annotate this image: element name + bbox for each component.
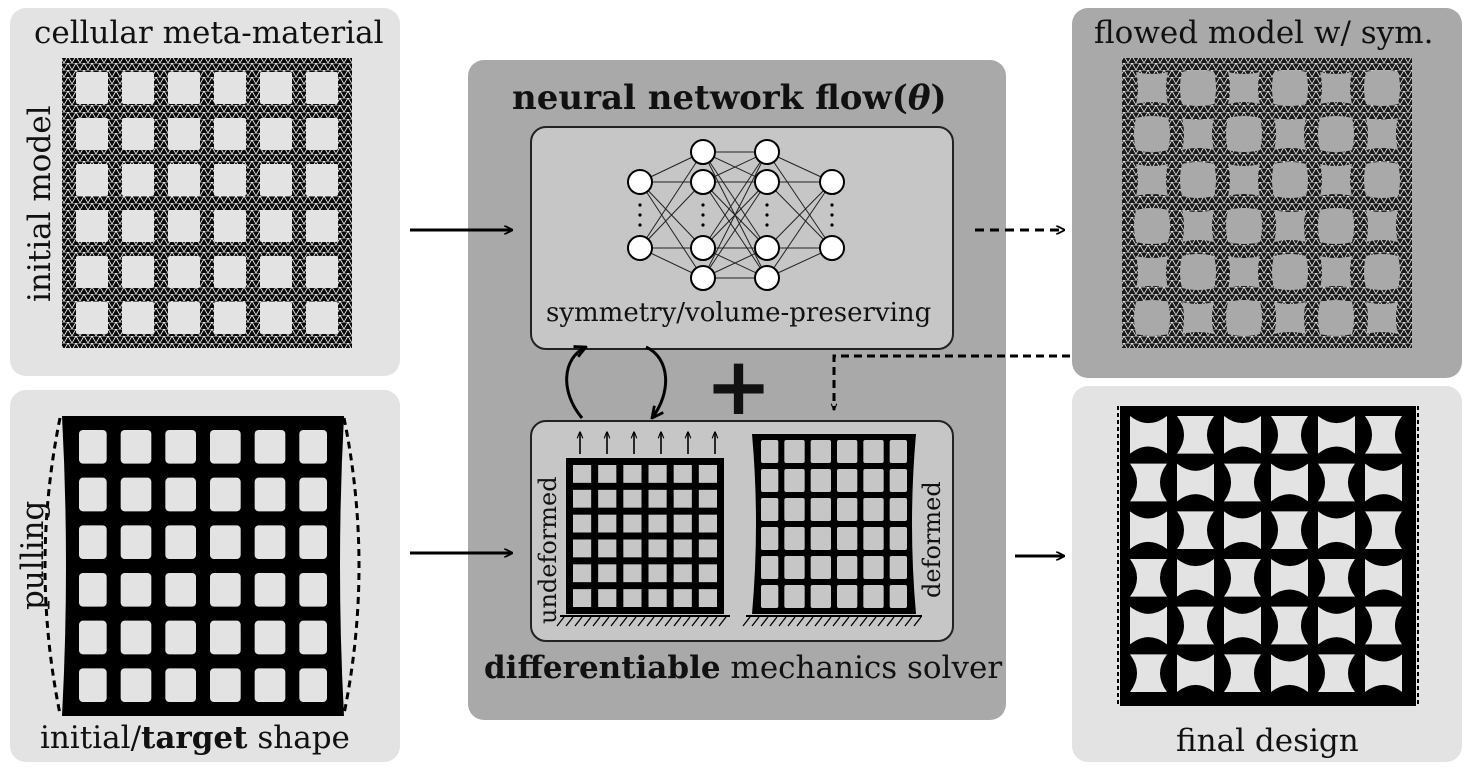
final-caption: final design: [1176, 723, 1359, 759]
dashed-feedback-arrow: [834, 354, 1070, 410]
target-caption-suffix: shape: [247, 720, 350, 756]
solver-caption: differentiable mechanics solver: [484, 650, 1002, 686]
target-caption: initial/target shape: [40, 720, 350, 756]
network-subtitle: symmetry/volume-preserving: [546, 298, 932, 328]
network-title: neural network flow(θ): [512, 78, 947, 118]
loop-arrow-down: [645, 345, 667, 418]
target-caption-bold: target: [141, 720, 248, 756]
solver-caption-bold: differentiable: [484, 650, 721, 686]
undeformed-label: undeformed: [534, 476, 562, 624]
plus-symbol: +: [705, 340, 773, 433]
final-design-lattice: [1117, 406, 1419, 706]
flowed-title: flowed model w/ sym.: [1094, 15, 1434, 51]
theta-symbol: θ: [907, 78, 931, 118]
neural-network-graph: [627, 139, 845, 291]
network-title-bold: neural network flow(: [512, 78, 908, 118]
deformed-grid: [742, 434, 922, 627]
target-lattice: [62, 416, 344, 716]
target-right-dashed-boundary: [342, 417, 361, 715]
loop-arrow-up: [565, 347, 586, 419]
cellular-title: cellular meta-material: [34, 15, 384, 51]
initial-lattice: [62, 58, 352, 348]
deformed-label: deformed: [918, 481, 946, 598]
target-caption-prefix: initial/: [40, 720, 142, 756]
target-left-dashed-boundary: [43, 417, 62, 715]
network-title-close: ): [930, 78, 947, 118]
initial-model-label: initial model: [22, 105, 58, 302]
flowed-lattice: [1122, 58, 1412, 348]
solver-caption-rest: mechanics solver: [720, 650, 1003, 686]
pulling-label: pulling: [15, 500, 51, 610]
undeformed-grid: [556, 432, 730, 627]
